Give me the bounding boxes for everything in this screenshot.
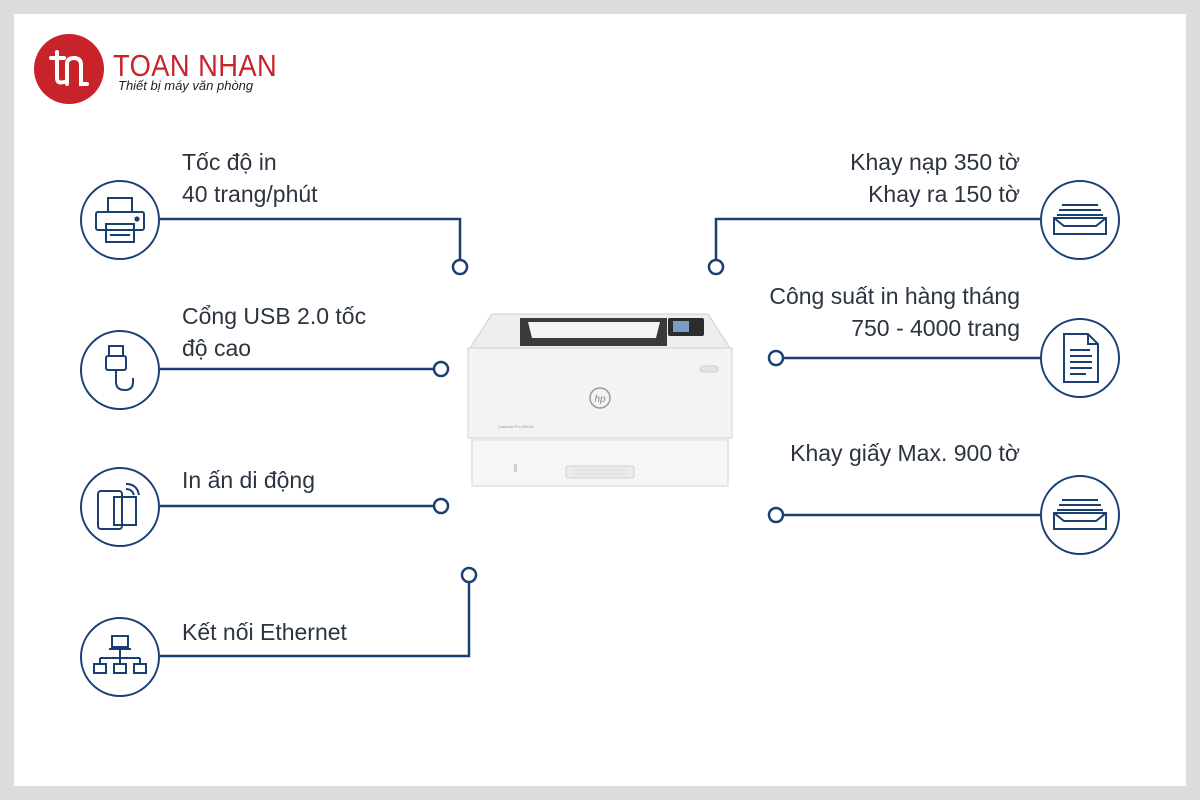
feature-usb: Cổng USB 2.0 tốc độ cao — [182, 300, 366, 364]
feature-trays-input: Khay nạp 350 tờ — [850, 149, 1020, 175]
usb-cable-icon — [80, 330, 160, 410]
mobile-printing-icon — [80, 467, 160, 547]
printer-icon — [80, 180, 160, 260]
feature-usb-line2: độ cao — [182, 335, 252, 361]
hp-logo: hp — [594, 394, 606, 405]
feature-ethernet-label: Kết nối Ethernet — [182, 619, 347, 645]
brand-name: TOAN NHAN — [113, 48, 278, 83]
feature-monthly-capacity-title: Công suất in hàng tháng — [769, 283, 1020, 309]
feature-ethernet: Kết nối Ethernet — [182, 616, 347, 648]
feature-mobile-printing-label: In ấn di động — [182, 467, 316, 493]
feature-print-speed: Tốc độ in 40 trang/phút — [182, 146, 318, 210]
paper-tray-icon — [1040, 180, 1120, 260]
feature-max-tray-label: Khay giấy Max. 900 tờ — [790, 440, 1020, 466]
feature-trays-output: Khay ra 150 tờ — [868, 181, 1020, 207]
feature-print-speed-value: 40 trang/phút — [182, 181, 318, 207]
brand-logo — [34, 34, 104, 104]
feature-trays: Khay nạp 350 tờ Khay ra 150 tờ — [850, 146, 1020, 210]
network-icon — [80, 617, 160, 697]
feature-max-tray: Khay giấy Max. 900 tờ — [790, 437, 1020, 469]
document-icon — [1040, 318, 1120, 398]
feature-print-speed-title: Tốc độ in — [182, 149, 277, 175]
paper-tray-icon — [1040, 475, 1120, 555]
feature-monthly-capacity: Công suất in hàng tháng 750 - 4000 trang — [769, 280, 1020, 344]
feature-usb-line1: Cổng USB 2.0 tốc — [182, 303, 367, 329]
brand-tagline: Thiết bị máy văn phòng — [118, 78, 254, 93]
printer-model-label: LaserJet Pro M404n — [498, 424, 534, 429]
feature-mobile-printing: In ấn di động — [182, 464, 315, 496]
feature-monthly-capacity-value: 750 - 4000 trang — [851, 315, 1020, 341]
printer-illustration: hp LaserJet Pro M404n — [462, 306, 738, 492]
